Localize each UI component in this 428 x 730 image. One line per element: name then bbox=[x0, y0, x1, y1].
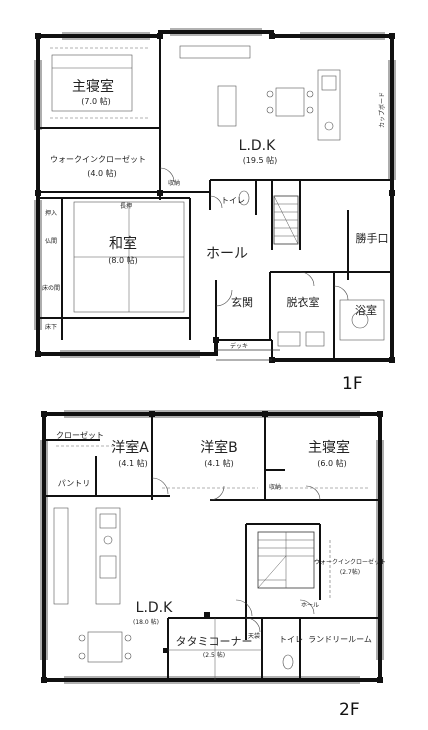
hall-2f-label: ホール bbox=[301, 602, 319, 609]
walkin-closet-2f-label: ウォークインクローゼット bbox=[314, 558, 386, 566]
floor-1-label: 1F bbox=[342, 374, 363, 394]
katteguchi-label: 勝手口 bbox=[356, 231, 389, 245]
ldk-2f-label: L.D.K bbox=[136, 600, 173, 616]
floor-1-stairs bbox=[273, 195, 299, 245]
ldk-1f-label: L.D.K bbox=[239, 138, 276, 154]
washitsu-size: (8.0 帖) bbox=[108, 255, 138, 265]
hall-1f-label: ホール bbox=[206, 246, 248, 262]
shuno-2f-label: 収納 bbox=[269, 483, 281, 491]
walkin-closet-2f-size: (2.7帖) bbox=[340, 568, 360, 576]
floor-2-stairs bbox=[257, 531, 315, 589]
floor-2-fixtures bbox=[53, 445, 370, 680]
oshiire-label: 押入 bbox=[45, 209, 57, 217]
laundry-label: ランドリールーム bbox=[308, 635, 372, 644]
ldk-1f-size: (19.5 帖) bbox=[243, 155, 278, 165]
tenbo-label: 天袋 bbox=[248, 632, 260, 640]
ldk-2f-size: (18.0 帖) bbox=[133, 618, 159, 626]
master-bedroom-1f-size: (7.0 帖) bbox=[81, 96, 111, 106]
youshitsu-a-label: 洋室A bbox=[111, 439, 149, 456]
cupboard-label: カップボード bbox=[378, 92, 386, 128]
floor-2-label: 2F bbox=[339, 700, 360, 720]
floor-2-exterior-walls bbox=[42, 412, 382, 682]
floor-1-windows bbox=[34, 28, 396, 358]
youshitsu-b-label: 洋室B bbox=[200, 439, 238, 456]
floor-2-interior-walls bbox=[44, 414, 380, 680]
washitsu-label: 和室 bbox=[109, 235, 137, 252]
genkan-label: 玄関 bbox=[231, 295, 253, 309]
youshitsu-b-size: (4.1 帖) bbox=[204, 458, 234, 468]
shuno-1f-label: 収納 bbox=[168, 179, 180, 187]
nagao-label: 長押 bbox=[120, 202, 132, 210]
tokonoma-label: 床の間 bbox=[42, 284, 60, 292]
master-bedroom-2f-size: (6.0 帖) bbox=[317, 458, 347, 468]
pantry-label: パントリ bbox=[58, 479, 90, 488]
yukashita-label: 床下 bbox=[45, 323, 57, 331]
tatami-corner-label: タタミコーナー bbox=[176, 635, 253, 648]
master-bedroom-2f-label: 主寝室 bbox=[308, 439, 350, 456]
floor-1-plan: 主寝室 (7.0 帖) ウォークインクローゼット (4.0 帖) L.D.K (… bbox=[34, 28, 396, 394]
toilet-2f-label: トイレ bbox=[279, 635, 303, 644]
walkin-closet-1f-size: (4.0 帖) bbox=[87, 168, 117, 178]
deck-label: デッキ bbox=[230, 342, 248, 350]
closet-2f-label: クローゼット bbox=[56, 430, 104, 440]
floor-2-windows bbox=[40, 410, 384, 684]
floor-2-plan: クローゼット 洋室A (4.1 帖) 洋室B (4.1 帖) 主寝室 (6.0 … bbox=[40, 410, 386, 720]
tatami-corner-size: (2.5 帖) bbox=[203, 651, 225, 659]
datsuisho-label: 脱衣室 bbox=[287, 295, 320, 309]
floor-1-fixtures bbox=[50, 45, 385, 361]
youshitsu-a-size: (4.1 帖) bbox=[118, 458, 148, 468]
toilet-1f-label: トイレ bbox=[221, 196, 245, 205]
floor-1-interior-walls bbox=[38, 36, 392, 360]
bath-label: 浴室 bbox=[355, 303, 377, 317]
walkin-closet-1f-label: ウォークインクローゼット bbox=[50, 154, 146, 164]
butsuma-label: 仏間 bbox=[45, 238, 57, 245]
master-bedroom-1f-label: 主寝室 bbox=[72, 78, 114, 95]
